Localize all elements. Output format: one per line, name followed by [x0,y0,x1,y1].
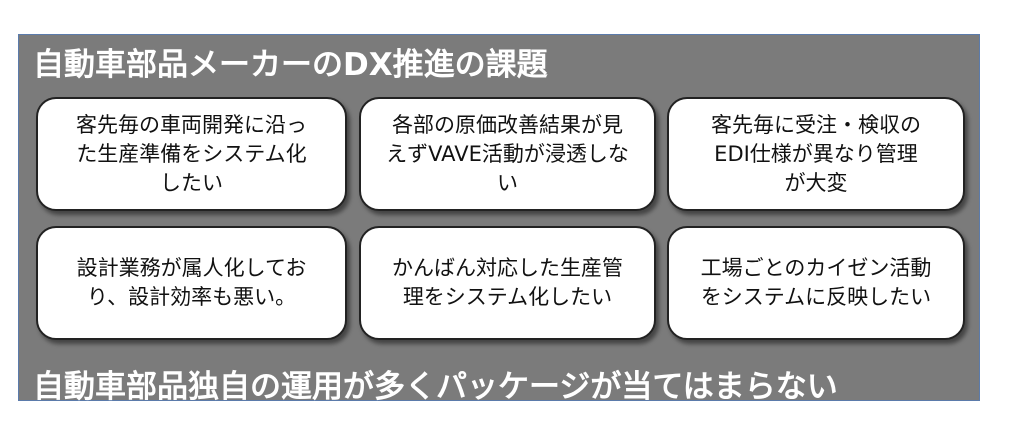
challenge-card: かんばん対応した生産管理をシステム化したい [359,226,656,340]
panel-conclusion: 自動車部品独自の運用が多くパッケージが当てはまらない [33,369,838,405]
challenges-panel: 自動車部品メーカーのDX推進の課題 客先毎の車両開発に沿った生産準備をシステム化… [18,34,980,405]
challenge-card: 客先毎の車両開発に沿った生産準備をシステム化したい [36,97,347,211]
challenge-card: 工場ごとのカイゼン活動をシステムに反映したい [667,226,965,340]
challenge-card: 設計業務が属人化しており、設計効率も悪い。 [36,226,347,340]
challenge-card: 各部の原価改善結果が見えずVAVE活動が浸透しない [359,97,656,211]
challenge-card: 客先毎に受注・検収のEDI仕様が異なり管理が大変 [667,97,965,211]
card-text: 設計業務が属人化しており、設計効率も悪い。 [76,256,307,309]
panel-title: 自動車部品メーカーのDX推進の課題 [33,47,548,83]
card-text: かんばん対応した生産管理をシステム化したい [392,256,623,309]
card-text: 各部の原価改善結果が見えずVAVE活動が浸透しない [386,112,629,195]
card-text: 工場ごとのカイゼン活動をシステムに反映したい [700,256,932,309]
card-text: 客先毎に受注・検収のEDI仕様が異なり管理が大変 [711,112,921,195]
card-text: 客先毎の車両開発に沿った生産準備をシステム化したい [76,112,307,195]
